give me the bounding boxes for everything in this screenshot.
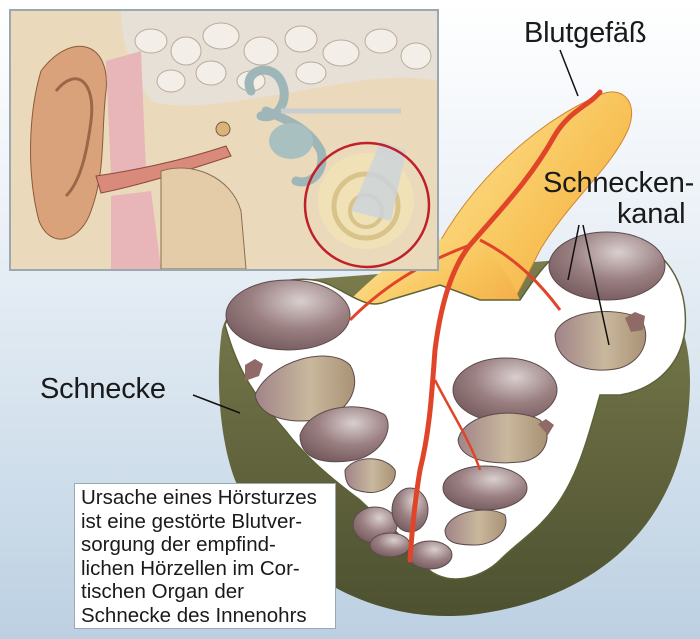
info-line: Ursache eines Hörsturzes bbox=[81, 486, 317, 509]
highlight-circle bbox=[303, 141, 431, 269]
label-cochlea: Schnecke bbox=[40, 373, 166, 405]
info-line: tischen Organ der bbox=[81, 580, 244, 604]
label-blood-vessel: Blutgefäß bbox=[524, 17, 647, 49]
info-line: lichen Hörzellen im Cor- bbox=[81, 556, 300, 580]
ear-anatomy-inset bbox=[9, 9, 439, 271]
label-cochlear-duct-line1: Schnecken- bbox=[543, 167, 695, 199]
info-box: Ursache eines Hörsturzes ist eine gestör… bbox=[74, 483, 336, 629]
ear-canal bbox=[95, 145, 232, 194]
info-line: ist eine gestörte Blutver- bbox=[81, 509, 303, 533]
label-cochlear-duct-line2: kanal bbox=[617, 198, 686, 230]
ear-anatomy-drawing bbox=[11, 11, 437, 269]
outer-ear bbox=[30, 45, 107, 240]
info-line: sorgung der empfind- bbox=[81, 533, 276, 557]
blood-vessel bbox=[407, 89, 603, 563]
info-line: Schnecke des Innenohrs bbox=[81, 603, 307, 627]
